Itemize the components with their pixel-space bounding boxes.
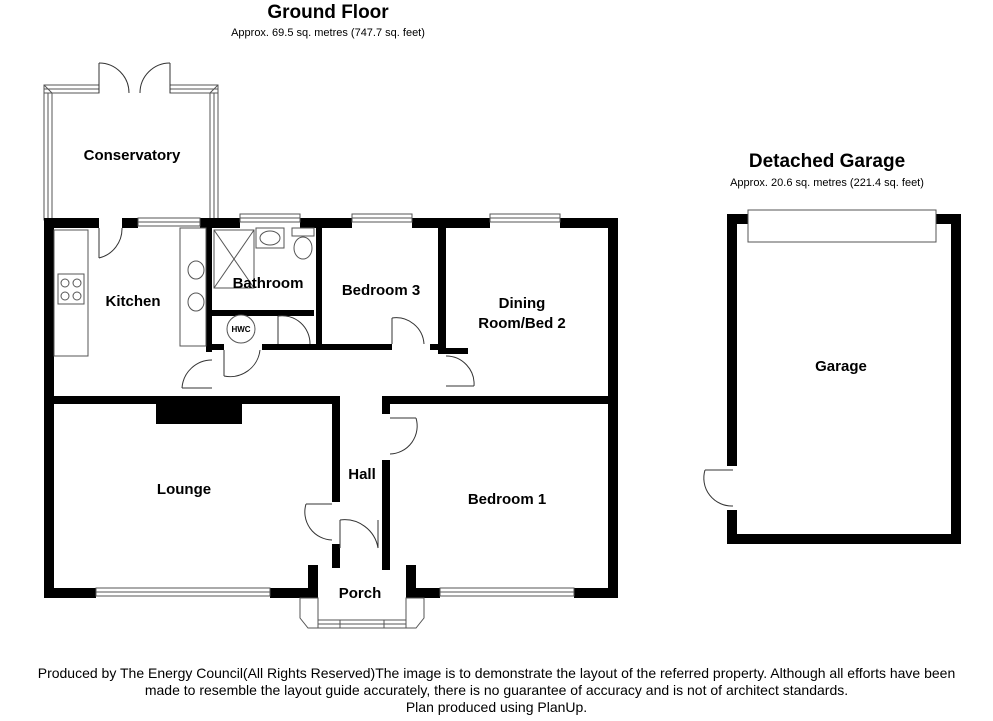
footer-line-3: Plan produced using PlanUp. bbox=[405, 699, 588, 715]
garage-title: Detached Garage bbox=[748, 151, 906, 172]
room-label-garage: Garage bbox=[815, 358, 867, 375]
outer-walls bbox=[44, 218, 618, 598]
room-label-hall: Hall bbox=[348, 466, 376, 483]
room-label-porch: Porch bbox=[339, 585, 382, 602]
footer-disclaimer: Produced by The Energy Council(All Right… bbox=[0, 665, 993, 716]
garage-walls bbox=[727, 214, 961, 544]
room-label-kitchen: Kitchen bbox=[105, 293, 160, 310]
garage-side-door bbox=[703, 469, 734, 507]
room-label-lounge: Lounge bbox=[157, 481, 211, 498]
kitchen-fittings bbox=[53, 227, 207, 357]
floor-plan: Conservatory Kitchen Bathroom HWC Bedroo… bbox=[43, 62, 961, 629]
conservatory-walls bbox=[43, 84, 219, 221]
porch-bay bbox=[299, 597, 425, 629]
garage-door bbox=[747, 209, 937, 243]
ground-floor-title: Ground Floor bbox=[267, 2, 389, 23]
internal-walls bbox=[54, 218, 608, 570]
conservatory-french-doors bbox=[98, 62, 171, 94]
windows bbox=[95, 213, 575, 597]
bathroom-fittings bbox=[213, 227, 315, 344]
room-label-bedroom1: Bedroom 1 bbox=[468, 491, 546, 508]
garage-area: Approx. 20.6 sq. metres (221.4 sq. feet) bbox=[730, 177, 924, 189]
ground-floor-area: Approx. 69.5 sq. metres (747.7 sq. feet) bbox=[231, 27, 425, 39]
room-label-dining-line1: Dining bbox=[499, 295, 546, 312]
room-label-hwc: HWC bbox=[231, 325, 250, 334]
footer-line-1: Produced by The Energy Council(All Right… bbox=[37, 665, 956, 681]
room-label-bathroom: Bathroom bbox=[233, 275, 304, 292]
footer-line-2: made to resemble the layout guide accura… bbox=[144, 682, 849, 698]
room-label-bedroom3: Bedroom 3 bbox=[342, 282, 420, 299]
door-swings bbox=[98, 227, 475, 549]
room-label-dining-line2: Room/Bed 2 bbox=[478, 315, 566, 332]
room-label-conservatory: Conservatory bbox=[84, 147, 181, 164]
